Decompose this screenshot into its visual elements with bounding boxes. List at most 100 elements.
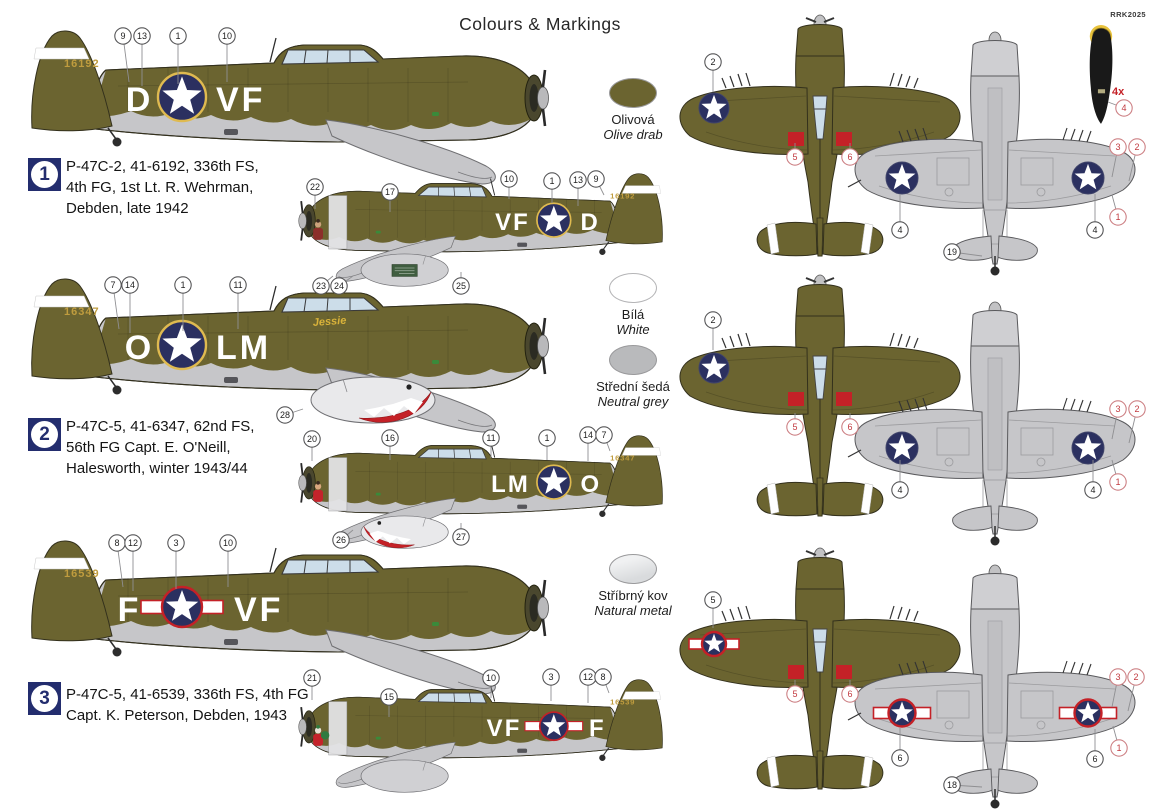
callout-21: 21 <box>303 669 321 687</box>
svg-text:21: 21 <box>307 673 317 683</box>
svg-text:18: 18 <box>947 780 957 790</box>
propeller-blade-stub <box>300 228 304 241</box>
stabilizer-white-band <box>766 482 780 515</box>
svg-text:6: 6 <box>847 689 852 699</box>
svg-text:10: 10 <box>486 673 496 683</box>
callout-3: 3 <box>1109 138 1127 156</box>
scheme-1-bottom-view <box>845 30 1145 280</box>
callout-4: 4 <box>1084 481 1102 499</box>
code-letter: D <box>126 81 151 119</box>
callout-19: 19 <box>943 243 961 261</box>
callout-11: 11 <box>482 429 500 447</box>
red-flap-marker-left <box>788 132 804 146</box>
olive-drab-ellipse <box>609 78 657 108</box>
belly-tank <box>360 515 449 549</box>
svg-text:1: 1 <box>1116 743 1121 753</box>
wing-guns <box>721 605 919 622</box>
belly-tank <box>360 759 449 793</box>
right-stabilizer <box>997 505 1038 531</box>
product-code: RRK2025 <box>1110 10 1146 19</box>
national-insignia-star <box>536 202 572 238</box>
scheme-1-badge: 1 <box>28 158 61 191</box>
swatch-name-cs: Bílá <box>621 307 645 322</box>
callout-20: 20 <box>303 430 321 448</box>
svg-text:1: 1 <box>549 176 554 186</box>
svg-text:6: 6 <box>847 152 852 162</box>
top-view-art <box>679 547 961 790</box>
svg-text:6: 6 <box>847 422 852 432</box>
svg-text:1: 1 <box>175 31 180 41</box>
antenna-mast <box>269 547 277 573</box>
svg-text:9: 9 <box>120 31 125 41</box>
svg-text:1: 1 <box>544 433 549 443</box>
turbo-duct <box>987 620 1003 734</box>
svg-text:19: 19 <box>947 247 957 257</box>
wing-guns <box>898 397 1092 413</box>
svg-text:2: 2 <box>710 57 715 67</box>
scheme-2-bottom-view <box>845 300 1145 550</box>
svg-text:8: 8 <box>114 538 119 548</box>
callout-4: 4 <box>891 481 909 499</box>
callout-15: 15 <box>380 688 398 706</box>
svg-text:3: 3 <box>548 672 553 682</box>
formation-light <box>375 492 381 496</box>
turbo-exhaust <box>224 639 238 645</box>
scheme-1-number: 1 <box>39 163 50 185</box>
swatch-name-cs: Olivová <box>611 112 655 127</box>
caption-line: 4th FG, 1st Lt. R. Wehrman, <box>66 179 254 196</box>
propeller-blade <box>823 17 835 23</box>
propeller-blade-stub <box>541 108 547 127</box>
svg-text:1: 1 <box>1115 477 1120 487</box>
swatch-neutral-grey: Střední šedá Neutral grey <box>573 345 693 409</box>
scheme-2-number: 2 <box>39 423 50 445</box>
callout-8: 8 <box>594 668 612 686</box>
svg-text:4: 4 <box>1090 485 1095 495</box>
canopy <box>812 628 828 673</box>
svg-text:11: 11 <box>233 280 242 290</box>
propeller-blade-stub <box>300 490 304 503</box>
svg-text:15: 15 <box>384 692 394 702</box>
propeller-blade-stub <box>300 734 304 747</box>
canopy <box>812 355 828 400</box>
svg-text:5: 5 <box>792 689 797 699</box>
callout-9: 9 <box>587 170 605 188</box>
national-insignia-star <box>156 71 208 123</box>
callout-1: 1 <box>1110 739 1128 757</box>
nose-metal-panel <box>328 701 348 756</box>
propeller-blade-stub <box>541 69 547 88</box>
callout-1: 1 <box>1109 208 1127 226</box>
propeller-quantity-label: 4x <box>1112 86 1125 98</box>
engine-cowling <box>298 463 316 503</box>
turbo-exhaust <box>224 377 238 383</box>
callout-10: 10 <box>482 669 500 687</box>
svg-text:2: 2 <box>1134 404 1139 414</box>
tailwheel <box>107 127 122 147</box>
neutral-grey-ellipse <box>609 345 657 375</box>
canopy <box>281 297 380 313</box>
callout-1: 1 <box>169 27 187 45</box>
propeller-blade <box>823 550 835 556</box>
svg-text:12: 12 <box>128 538 138 548</box>
propeller-blade <box>805 550 817 556</box>
callout-13: 13 <box>133 27 151 45</box>
nose-metal-panel <box>328 195 348 250</box>
nose-metal-panel <box>328 457 348 512</box>
svg-text:26: 26 <box>336 535 346 545</box>
turbo-duct <box>987 357 1003 471</box>
tailwheel <box>107 375 122 395</box>
red-flap-marker-right <box>836 132 852 146</box>
svg-text:23: 23 <box>316 281 326 291</box>
wing <box>325 629 496 695</box>
code-squadron: LM <box>491 471 530 498</box>
scheme-3-bottom-view <box>845 563 1145 810</box>
scheme-3-badge-ring: 3 <box>31 685 58 712</box>
scheme-3-caption: P-47C-5, 41-6539, 336th FS, 4th FG Capt.… <box>66 684 366 726</box>
formation-light <box>375 736 381 740</box>
pitot-tube <box>847 179 862 188</box>
page-title: Colours & Markings <box>459 14 621 34</box>
code-squadron: VF <box>495 209 530 236</box>
svg-text:3: 3 <box>1115 672 1120 682</box>
svg-text:17: 17 <box>385 187 395 197</box>
